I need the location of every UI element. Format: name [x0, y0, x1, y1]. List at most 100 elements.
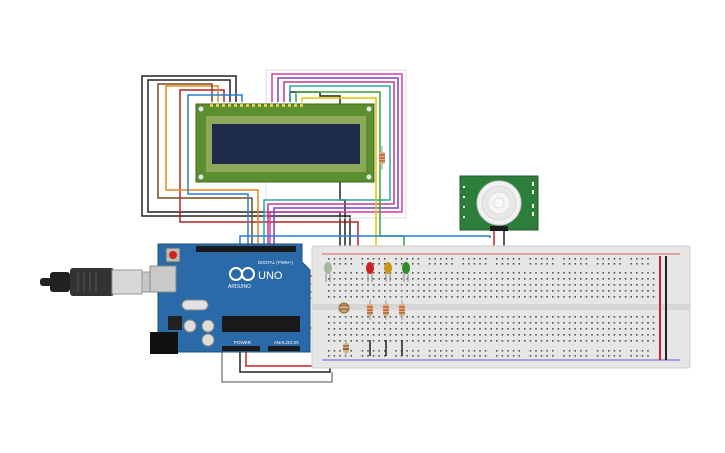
breadboard-hole	[624, 334, 627, 336]
breadboard-hole	[602, 296, 604, 298]
photoresistor[interactable]	[338, 302, 350, 314]
power-jack[interactable]	[150, 332, 178, 354]
breadboard-hole	[350, 334, 352, 336]
lcd-pin	[294, 104, 297, 107]
wire-blue-1[interactable]	[187, 94, 249, 244]
resistor-4[interactable]	[343, 340, 349, 356]
breadboard-hole	[546, 263, 548, 265]
breadboard[interactable]	[311, 245, 691, 369]
breadboard-hole	[417, 278, 420, 280]
breadboard-hole	[546, 272, 548, 274]
resistor-1[interactable]	[367, 300, 373, 320]
breadboard-hole	[412, 350, 414, 352]
breadboard-hole	[468, 284, 470, 286]
wire-pink-1[interactable]	[269, 73, 403, 244]
wire-brown-1[interactable]	[157, 83, 253, 244]
breadboard-hole	[484, 316, 487, 318]
breadboard-hole	[613, 350, 616, 352]
breadboard-hole	[518, 278, 520, 280]
breadboard-hole	[557, 284, 560, 286]
breadboard-hole	[434, 296, 436, 298]
power-label: POWER	[234, 340, 252, 345]
breadboard-hole	[568, 355, 571, 357]
lcd-display-icon[interactable]	[195, 103, 375, 183]
breadboard-hole	[462, 284, 464, 286]
led-yellow[interactable]	[384, 262, 392, 282]
led-white[interactable]	[324, 262, 332, 282]
breadboard-hole	[367, 322, 369, 324]
breadboard-hole	[512, 278, 515, 280]
breadboard-hole	[333, 284, 336, 286]
breadboard-hole	[647, 350, 649, 352]
breadboard-hole	[529, 340, 532, 342]
breadboard-hole	[367, 350, 369, 352]
breadboard-hole	[557, 272, 560, 274]
analog-header[interactable]	[268, 346, 300, 351]
wire-grey-bottom[interactable]	[221, 340, 333, 383]
usb-cable-icon[interactable]	[40, 268, 163, 296]
breadboard-hole	[624, 296, 627, 298]
breadboard-hole	[490, 340, 492, 342]
breadboard-hole	[412, 258, 414, 260]
breadboard-hole	[546, 296, 548, 298]
wire-black-1[interactable]	[147, 79, 341, 256]
wire-magenta-1[interactable]	[267, 81, 395, 244]
breadboard-hole	[585, 322, 588, 324]
usb-port[interactable]	[149, 265, 177, 293]
breadboard-hole	[652, 290, 655, 292]
breadboard-hole	[484, 322, 487, 324]
breadboard-hole	[339, 278, 341, 280]
breadboard-hole	[596, 355, 599, 357]
breadboard-hole	[356, 316, 358, 318]
breadboard-hole	[652, 334, 655, 336]
breadboard-hole	[580, 278, 582, 280]
breadboard-hole	[462, 328, 464, 330]
breadboard-hole	[367, 290, 369, 292]
breadboard-hole	[333, 258, 336, 260]
breadboard-hole	[372, 272, 375, 274]
wire-green-1[interactable]	[295, 91, 405, 262]
breadboard-hole	[624, 322, 627, 324]
power-header[interactable]	[222, 346, 260, 351]
resistor-lcd[interactable]	[379, 146, 385, 170]
led-red[interactable]	[366, 262, 374, 282]
breadboard-hole	[507, 263, 509, 265]
breadboard-hole	[479, 322, 481, 324]
led-green[interactable]	[402, 262, 410, 282]
resistor-2[interactable]	[383, 300, 389, 320]
pir-sensor-icon[interactable]	[459, 175, 539, 231]
breadboard-hole	[484, 272, 487, 274]
wire-orange-1[interactable]	[165, 85, 259, 244]
breadboard-hole	[585, 296, 588, 298]
wire-yellow-1[interactable]	[301, 97, 377, 260]
digital-label: DIGITAL (PWM~)	[258, 260, 293, 265]
wire-teal-1[interactable]	[263, 85, 391, 244]
breadboard-hole	[395, 334, 397, 336]
breadboard-hole	[574, 284, 576, 286]
breadboard-hole	[490, 290, 492, 292]
breadboard-hole	[344, 322, 347, 324]
breadboard-hole	[591, 284, 593, 286]
breadboard-hole	[529, 334, 532, 336]
breadboard-hole	[339, 316, 341, 318]
wire-blue-pir[interactable]	[239, 235, 491, 244]
breadboard-hole	[344, 334, 347, 336]
resistor-3[interactable]	[399, 300, 405, 320]
breadboard-hole	[496, 272, 498, 274]
breadboard-hole	[451, 272, 453, 274]
digital-header[interactable]	[196, 246, 296, 252]
breadboard-hole	[613, 284, 616, 286]
arduino-uno-board[interactable]: UNO ARDUINO DIGITAL (PWM~) POWER ANALOG …	[149, 243, 311, 354]
breadboard-hole	[428, 316, 431, 318]
breadboard-hole	[546, 258, 548, 260]
breadboard-hole	[512, 355, 515, 357]
breadboard-hole	[529, 350, 532, 352]
breadboard-hole	[512, 290, 515, 292]
breadboard-hole	[507, 328, 509, 330]
wire-purple-1[interactable]	[273, 77, 399, 244]
breadboard-hole	[434, 350, 436, 352]
breadboard-hole	[602, 258, 604, 260]
wire-red-1[interactable]	[179, 89, 359, 256]
breadboard-hole	[473, 322, 476, 324]
breadboard-hole	[462, 350, 464, 352]
